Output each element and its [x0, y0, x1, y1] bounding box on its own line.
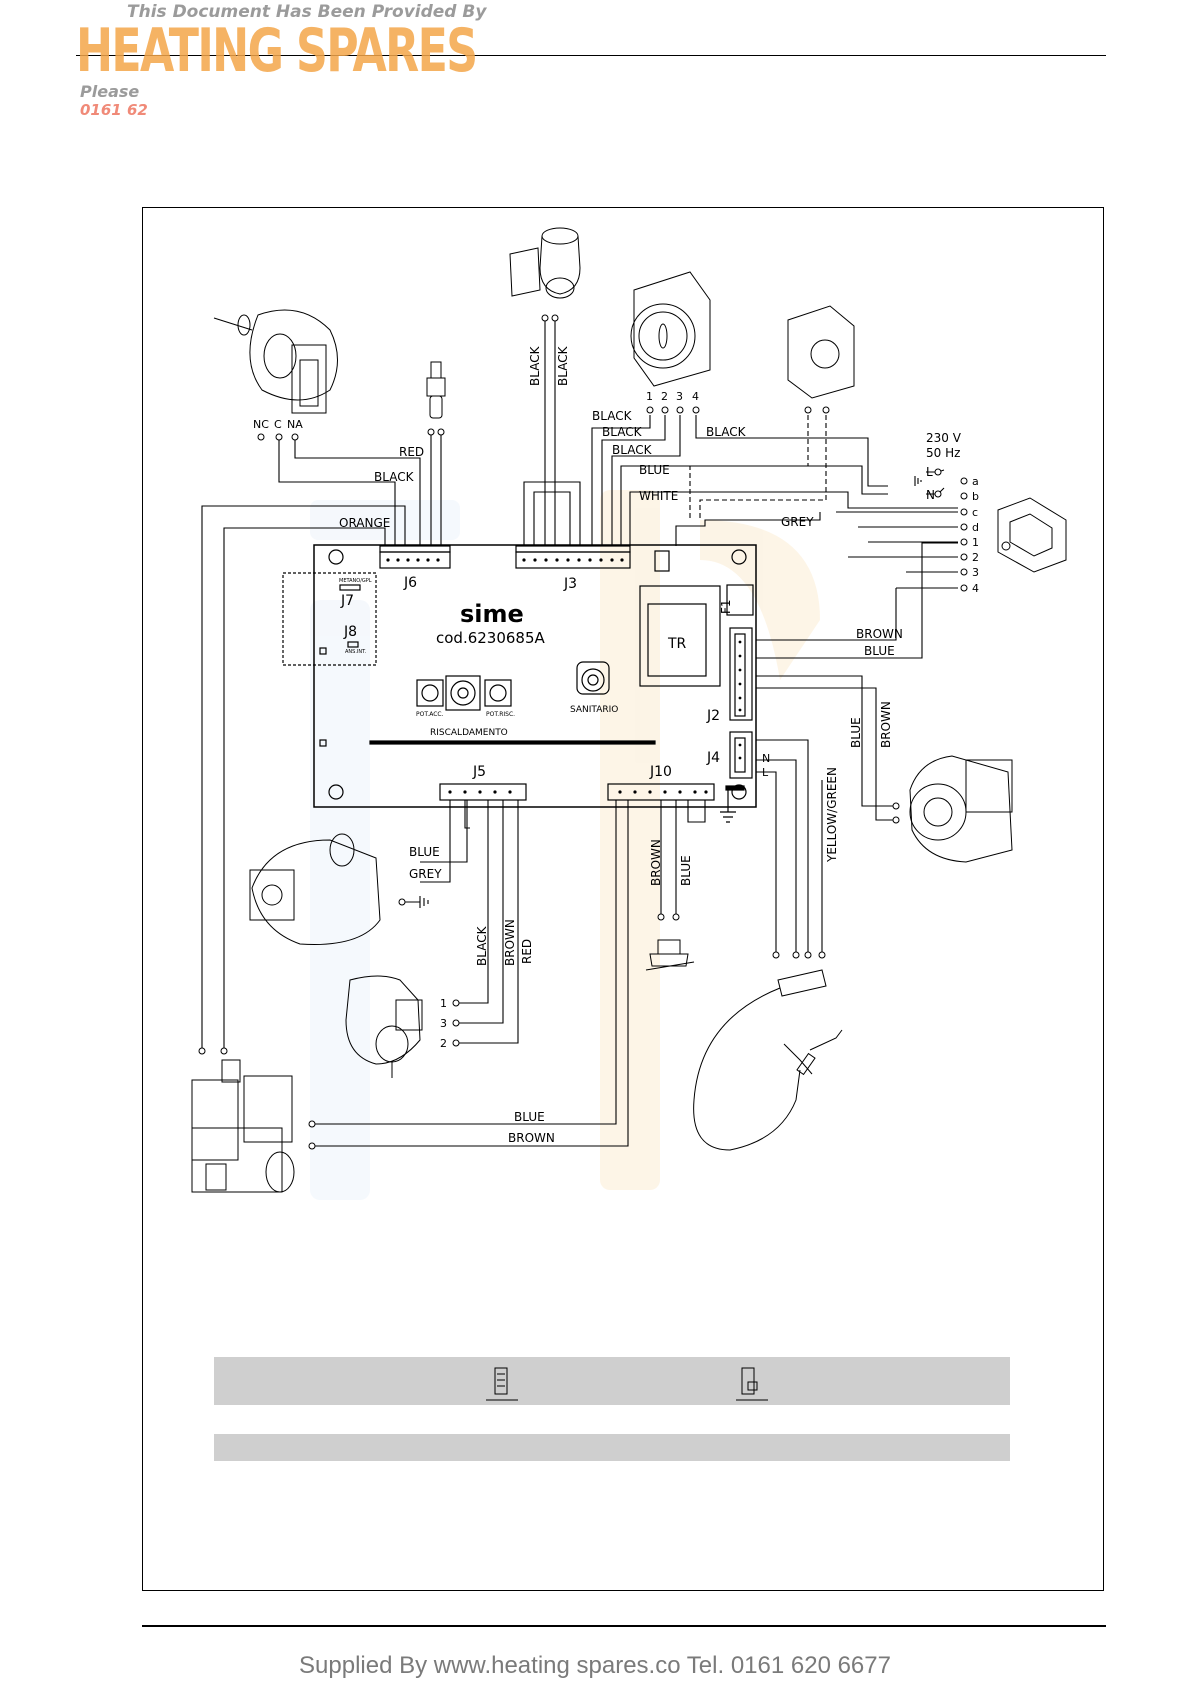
- room-thermostat: [787, 305, 855, 399]
- wire-label-black-6: BLACK: [475, 925, 489, 966]
- wire-label-orange: ORANGE: [339, 516, 390, 530]
- air-pressure-switch: [213, 309, 338, 414]
- j8-jumper-label: ANS.INT.: [345, 649, 367, 655]
- terminal-c: C: [274, 418, 282, 431]
- supply-frequency: 50 Hz: [926, 446, 960, 460]
- wire-label-blue-2: BLUE: [864, 644, 895, 658]
- connector-j8: J8: [343, 624, 357, 640]
- riscaldamento-label: RISCALDAMENTO: [430, 728, 508, 738]
- connector-j3: J3: [563, 576, 577, 592]
- diagram-frame: [142, 207, 1104, 1591]
- pressure-terminal-1: 1: [440, 997, 447, 1010]
- timer-clock: [630, 271, 711, 387]
- water-pressure-switch: [345, 975, 423, 1078]
- wire-label-blue-4: BLUE: [409, 845, 440, 859]
- board-labels: sime cod.6230685A TR F1 J6 J3 J7 J8 J2 J…: [339, 575, 733, 780]
- connector-pins: [386, 558, 742, 794]
- wire-label-black-top-2: BLACK: [556, 345, 570, 386]
- supply-line-l: L: [926, 465, 933, 479]
- wire-label-blue-6: BLUE: [514, 1110, 545, 1124]
- watermark-phone: 0161 62: [80, 101, 148, 119]
- connector-j4: J4: [706, 750, 720, 766]
- selector-4: 4: [972, 582, 979, 595]
- circulation-pump: [909, 755, 1013, 863]
- j4-pin-n: N: [762, 752, 770, 765]
- supply-line-n: N: [926, 488, 935, 502]
- overheat-thermostat: [645, 939, 695, 971]
- selector-switch: [997, 497, 1067, 573]
- wire-label-blue-1: BLUE: [639, 463, 670, 477]
- wire-label-brown-2: BROWN: [879, 701, 893, 748]
- connector-j2: J2: [706, 708, 720, 724]
- timer-terminal-1: 1: [646, 390, 653, 403]
- wire-label-blue-5: BLUE: [679, 855, 693, 886]
- footer-rule: [142, 1625, 1106, 1627]
- fan: [249, 833, 381, 945]
- watermark-brand: HEATING SPARES: [76, 16, 478, 86]
- wire-label-black-4: BLACK: [612, 443, 653, 457]
- gas-valve: [191, 1059, 295, 1193]
- wire-label-brown-3: BROWN: [503, 919, 517, 966]
- wire-label-black-top-1: BLACK: [528, 345, 542, 386]
- supply-voltage: 230 V: [926, 431, 962, 445]
- pressure-terminal-3: 3: [440, 1017, 447, 1030]
- terminal-na: NA: [287, 418, 303, 431]
- sanitario-label: SANITARIO: [570, 705, 618, 715]
- timer-terminal-2: 2: [661, 390, 668, 403]
- pot-acc-label: POT.ACC.: [416, 711, 444, 718]
- wire-label-grey-2: GREY: [409, 867, 442, 881]
- footer-supplier: Supplied By www.heating spares.co Tel. 0…: [299, 1652, 891, 1679]
- j4-pin-l: L: [762, 766, 769, 779]
- selector-2: 2: [972, 551, 979, 564]
- wire-label-black-3: BLACK: [602, 425, 643, 439]
- selector-1: 1: [972, 536, 979, 549]
- wire-label-brown-5: BROWN: [508, 1131, 555, 1145]
- timer-terminal-4: 4: [692, 390, 699, 403]
- terminal-labels: NC C NA 1 2 3 4 230 V 50 Hz L N a b c d …: [253, 390, 979, 1050]
- selector-d: d: [972, 521, 979, 534]
- pressure-terminal-2: 2: [440, 1037, 447, 1050]
- wire-label-white: WHITE: [639, 489, 678, 503]
- wire-label-black-2: BLACK: [592, 409, 633, 423]
- connector-j7: J7: [340, 593, 354, 609]
- timer-terminal-3: 3: [676, 390, 683, 403]
- fuse-label: F1: [719, 599, 733, 614]
- j7-jumper-label: METANO/GPL: [339, 578, 372, 584]
- selector-b: b: [972, 490, 979, 503]
- terminal-points: [198, 314, 968, 1150]
- board-logo: sime: [460, 600, 524, 628]
- transformer-label: TR: [667, 636, 687, 652]
- wire-label-brown-4: BROWN: [649, 839, 663, 886]
- wire-label-grey-1: GREY: [781, 515, 814, 529]
- header-rule: [76, 55, 1106, 56]
- connector-j6: J6: [403, 575, 417, 591]
- ntc-probe: [426, 361, 446, 419]
- wire-labels: RED BLACK ORANGE BLACK BLACK BLACK BLACK…: [339, 345, 903, 1145]
- legend-bar-2: [214, 1434, 1010, 1461]
- wire-label-brown-1: BROWN: [856, 627, 903, 641]
- wire-label-yellow-green: YELLOW/GREEN: [825, 767, 839, 863]
- board-code: cod.6230685A: [436, 629, 546, 647]
- wire-label-red: RED: [399, 445, 424, 459]
- legend-bar: [214, 1357, 1010, 1405]
- connector-j10: J10: [649, 764, 672, 780]
- background-watermark-logo: [310, 490, 820, 1200]
- watermark-please: Please: [80, 82, 140, 101]
- wiring: [201, 318, 958, 1147]
- selector-c: c: [972, 506, 978, 519]
- watermark-provided-by: This Document Has Been Provided By: [127, 2, 487, 22]
- ignition-electrode: [693, 969, 843, 1151]
- connector-j5: J5: [472, 764, 486, 780]
- selector-a: a: [972, 475, 979, 488]
- selector-3: 3: [972, 566, 979, 579]
- terminal-nc: NC: [253, 418, 269, 431]
- wire-label-black-1: BLACK: [374, 470, 415, 484]
- wire-label-red-2: RED: [520, 939, 534, 964]
- flow-switch: [509, 227, 581, 299]
- pot-risc-label: POT.RISC.: [486, 711, 515, 718]
- wire-label-black-5: BLACK: [706, 425, 747, 439]
- wire-label-blue-3: BLUE: [849, 717, 863, 748]
